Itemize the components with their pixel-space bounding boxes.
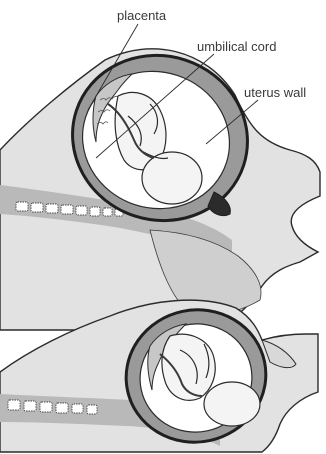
placenta-label: placenta	[117, 9, 166, 22]
uterus-wall-label: uterus wall	[244, 86, 306, 99]
top-cross-section	[0, 24, 320, 330]
umbilical-cord-label: umbilical cord	[197, 40, 276, 53]
